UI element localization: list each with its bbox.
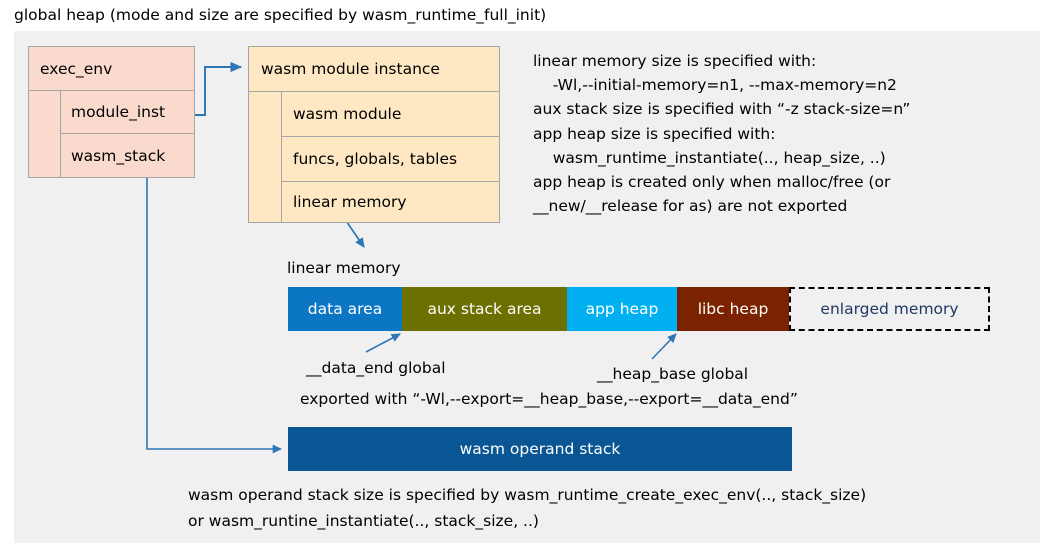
memory-segment-aux-stack-area: aux stack area — [402, 287, 567, 331]
memory-segment-enlarged-memory: enlarged memory — [789, 287, 990, 331]
linear-memory-caption: linear memory — [287, 259, 401, 277]
label-heap-base-global: __heap_base global — [597, 365, 749, 383]
module-instance-field-wasm-module: wasm module — [281, 92, 499, 137]
label-exported-with: exported with “-Wl,--export=__heap_base,… — [300, 390, 798, 408]
module-instance-field-funcs-globals-tables: funcs, globals, tables — [281, 137, 499, 182]
module-instance-field-linear-memory: linear memory — [281, 182, 499, 222]
exec-env-field-module-inst: module_inst — [60, 91, 194, 134]
wasm-operand-stack-box: wasm operand stack — [288, 427, 792, 471]
memory-segment-libc-heap: libc heap — [677, 287, 789, 331]
exec-env-field-wasm-stack: wasm_stack — [60, 134, 194, 177]
note-memory-sizing: linear memory size is specified with: -W… — [533, 52, 911, 216]
note-operand-stack-sizing: wasm operand stack size is specified by … — [188, 486, 867, 530]
wasm-module-instance-box: wasm module instance wasm module funcs, … — [248, 46, 500, 223]
module-instance-title: wasm module instance — [249, 47, 499, 92]
memory-segment-app-heap: app heap — [567, 287, 677, 331]
memory-segment-data-area: data area — [288, 287, 402, 331]
page-title: global heap (mode and size are specified… — [14, 6, 547, 24]
exec-env-box: exec_env module_inst wasm_stack — [28, 46, 195, 178]
exec-env-title: exec_env — [29, 47, 194, 91]
label-data-end-global: __data_end global — [306, 359, 446, 377]
